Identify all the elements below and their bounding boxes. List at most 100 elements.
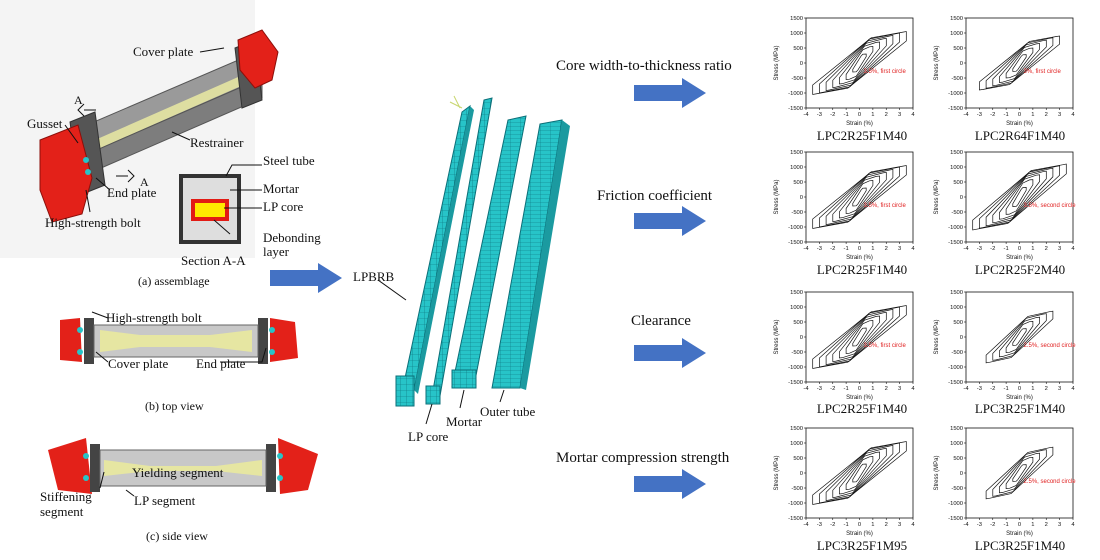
- hysteresis-loop: [832, 447, 887, 499]
- hysteresis-loop: [852, 463, 867, 483]
- specimen-name-8: LPC3R25F1M40: [974, 538, 1066, 553]
- y-tick-label: 1500: [950, 290, 963, 296]
- y-tick-label: -500: [791, 76, 803, 82]
- hysteresis-loop: [979, 35, 1060, 91]
- x-tick-label: 4: [911, 386, 915, 392]
- side-view-panel: Yielding segment Stiffening segment LP s…: [0, 430, 330, 560]
- x-tick-label: -2: [830, 246, 835, 252]
- top-cover-plate-label: Cover plate: [108, 356, 169, 371]
- x-tick-label: 2: [1045, 386, 1048, 392]
- hysteresis-loop: [832, 311, 887, 363]
- x-tick-label: -3: [817, 246, 822, 252]
- x-tick-label: -2: [990, 112, 995, 118]
- x-tick-label: 4: [911, 112, 915, 118]
- y-tick-label: 500: [953, 46, 963, 52]
- y-tick-label: 1000: [790, 441, 803, 447]
- y-tick-label: 0: [960, 471, 963, 477]
- loop-annotation: 2.5%, second circle: [1024, 479, 1077, 485]
- hysteresis-loop: [999, 452, 1040, 494]
- y-tick-label: -500: [951, 486, 963, 492]
- param-label-clearance: Clearance: [631, 313, 691, 329]
- x-axis-label: Strain (%): [846, 395, 873, 401]
- x-tick-label: 3: [1058, 246, 1061, 252]
- x-tick-label: -4: [963, 112, 969, 118]
- assemblage-drawing: [0, 0, 279, 258]
- y-tick-label: 1500: [950, 426, 963, 432]
- x-tick-label: 0: [858, 112, 861, 118]
- hysteresis-loop: [992, 313, 1047, 361]
- x-tick-label: -3: [817, 386, 822, 392]
- x-tick-label: 0: [1018, 522, 1021, 528]
- hysteresis-loop: [1012, 328, 1027, 346]
- x-tick-label: -4: [963, 246, 969, 252]
- hysteresis-loop: [1005, 457, 1034, 489]
- x-axis-label: Strain (%): [846, 531, 873, 537]
- lp-core-label: LP core: [263, 199, 304, 214]
- hysteresis-loop: [999, 174, 1040, 220]
- y-axis-label: Stress (MPa): [774, 319, 780, 354]
- plot-frame: [805, 291, 914, 383]
- y-axis-label: Stress (MPa): [934, 319, 940, 354]
- hysteresis-loop: [1012, 187, 1027, 207]
- x-tick-label: 1: [871, 522, 874, 528]
- caption-top-view: (b) top view: [145, 399, 204, 413]
- y-tick-label: 1500: [790, 150, 803, 156]
- y-tick-label: 0: [960, 335, 963, 341]
- side-view-drawing: [48, 438, 318, 497]
- x-tick-label: 1: [1031, 522, 1034, 528]
- x-tick-label: -3: [817, 522, 822, 528]
- x-axis-label: Strain (%): [846, 121, 873, 127]
- yielding-segment-label: Yielding segment: [132, 465, 224, 480]
- x-axis-label: Strain (%): [1006, 531, 1033, 537]
- specimen-name-4: LPC2R25F2M40: [974, 262, 1066, 277]
- y-axis-label: Stress (MPa): [774, 179, 780, 214]
- y-tick-label: 500: [793, 180, 803, 186]
- y-axis-label: Stress (MPa): [934, 455, 940, 490]
- hysteresis-loop: [825, 168, 894, 226]
- x-tick-label: -1: [844, 246, 849, 252]
- hysteresis-loop: [812, 165, 907, 229]
- y-tick-label: 500: [793, 46, 803, 52]
- gusset-label: Gusset: [27, 116, 63, 131]
- y-tick-label: 1000: [950, 31, 963, 37]
- x-axis-label: Strain (%): [846, 255, 873, 261]
- x-tick-label: 4: [1071, 112, 1075, 118]
- fe-mortar-label: Mortar: [446, 414, 483, 429]
- y-tick-label: 0: [800, 471, 803, 477]
- arrow-param-4: [634, 469, 706, 499]
- x-tick-label: 0: [1018, 112, 1021, 118]
- x-axis-label: Strain (%): [1006, 255, 1033, 261]
- hysteresis-loop: [1012, 54, 1027, 72]
- specimen-name-3: LPC2R25F1M40: [816, 262, 908, 277]
- x-tick-label: -1: [844, 386, 849, 392]
- x-tick-label: 2: [1045, 112, 1048, 118]
- param-label-width-thickness: Core width-to-thickness ratio: [556, 58, 732, 74]
- x-tick-label: -4: [803, 522, 809, 528]
- hysteresis-loop: [812, 31, 907, 95]
- x-tick-label: 0: [1018, 246, 1021, 252]
- fe-model-panel: LPBRB LP core Mortar Outer tube: [340, 90, 590, 450]
- y-tick-label: 1000: [950, 441, 963, 447]
- y-tick-label: 1000: [790, 165, 803, 171]
- hysteresis-loop: [839, 175, 880, 219]
- y-tick-label: -1500: [788, 106, 803, 112]
- x-tick-label: 3: [1058, 386, 1061, 392]
- y-tick-label: -1500: [788, 240, 803, 246]
- y-tick-label: 500: [793, 456, 803, 462]
- y-tick-label: -1500: [948, 106, 963, 112]
- x-tick-label: -3: [977, 386, 982, 392]
- restrainer-label: Restrainer: [190, 135, 244, 150]
- y-tick-label: 1000: [950, 305, 963, 311]
- y-tick-label: -500: [791, 210, 803, 216]
- specimen-name-7: LPC3R25F1M95: [816, 538, 908, 553]
- x-tick-label: -2: [990, 246, 995, 252]
- plot-frame: [805, 17, 914, 109]
- arrow-to-model: [270, 263, 342, 293]
- fe-outer-tube-label: Outer tube: [480, 404, 536, 419]
- param-label-mortar-strength: Mortar compression strength: [556, 450, 730, 466]
- y-tick-label: -1500: [788, 380, 803, 386]
- loop-annotation: 3.5%, first circle: [864, 69, 907, 75]
